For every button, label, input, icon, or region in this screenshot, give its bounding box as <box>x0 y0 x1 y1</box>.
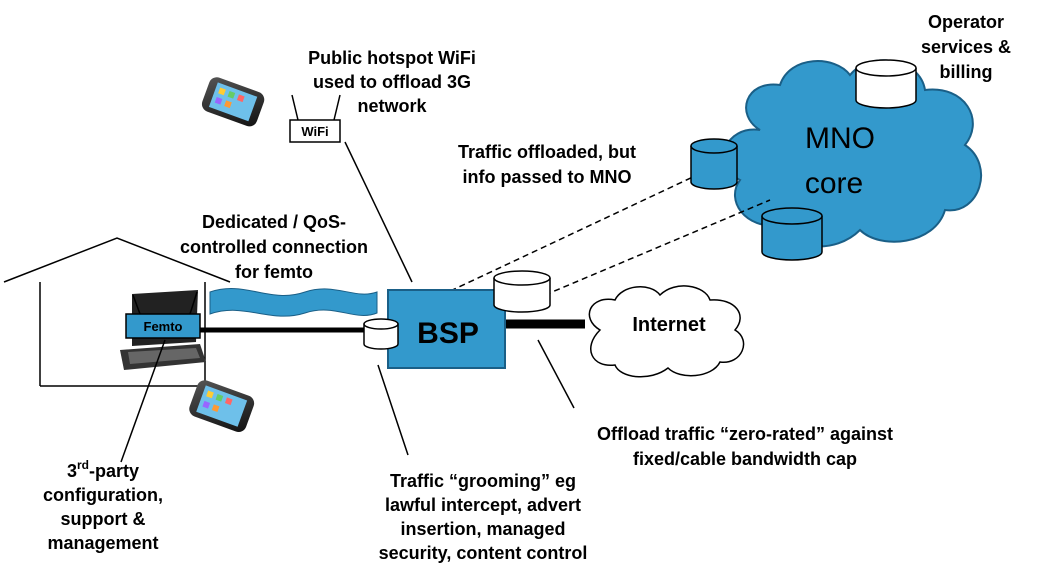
zero-rated-label: Offload traffic “zero-rated” against fix… <box>597 424 893 469</box>
callout-third-party <box>120 339 166 463</box>
grooming-label-line4: security, content control <box>379 543 588 563</box>
operator-label-line3: billing <box>940 62 993 82</box>
mno-core-cloud: MNO core <box>722 59 982 248</box>
dedicated-label-line2: controlled connection <box>180 237 368 257</box>
dedicated-label-line1: Dedicated / QoS- <box>202 212 346 232</box>
third-party-number: 3 <box>67 461 77 481</box>
zero-rated-label-line2: fixed/cable bandwidth cap <box>633 449 857 469</box>
operator-label: Operator services & billing <box>921 12 1011 82</box>
database-icon-mno-left <box>690 138 738 190</box>
internet-cloud: Internet <box>588 285 745 378</box>
grooming-label-line1: Traffic “grooming” eg <box>390 471 576 491</box>
grooming-label-line3: insertion, managed <box>400 519 565 539</box>
callout-grooming <box>377 364 409 456</box>
dashed-link-lower <box>544 199 771 296</box>
dedicated-label-line3: for femto <box>235 262 313 282</box>
database-icon-mno-bottom <box>761 207 823 261</box>
house <box>3 237 231 387</box>
zero-rated-label-line1: Offload traffic “zero-rated” against <box>597 424 893 444</box>
internet-label: Internet <box>632 314 706 336</box>
database-icon-bsp-small <box>363 318 399 350</box>
third-party-label-line2: configuration, <box>43 485 163 505</box>
offloaded-label: Traffic offloaded, but info passed to MN… <box>458 142 636 187</box>
third-party-label: 3rd-party configuration, support & manag… <box>43 458 163 553</box>
offloaded-label-line2: info passed to MNO <box>462 167 631 187</box>
smartphone-icon-bottom <box>189 380 255 432</box>
qos-connection-pipe <box>209 288 378 317</box>
hotspot-label-line1: Public hotspot WiFi <box>308 48 476 68</box>
third-party-suffix: -party <box>89 461 139 481</box>
hotspot-label-line3: network <box>357 96 427 116</box>
third-party-label-line4: management <box>47 533 158 553</box>
hotspot-label-line2: used to offload 3G <box>313 72 471 92</box>
third-party-superscript: rd <box>77 458 89 472</box>
femto-label: Femto <box>144 319 183 334</box>
callout-zero-rated <box>537 339 575 409</box>
third-party-label-line1: 3rd-party <box>67 458 139 481</box>
offloaded-label-line1: Traffic offloaded, but <box>458 142 636 162</box>
operator-label-line1: Operator <box>928 12 1004 32</box>
bsp-box: BSP <box>387 289 506 369</box>
dedicated-label: Dedicated / QoS- controlled connection f… <box>180 212 368 282</box>
smartphone-icon-top <box>201 77 265 127</box>
femto-box: Femto <box>125 313 201 339</box>
grooming-label-line2: lawful intercept, advert <box>385 495 581 515</box>
hotspot-label: Public hotspot WiFi used to offload 3G n… <box>308 48 476 116</box>
third-party-label-line3: support & <box>61 509 146 529</box>
mno-core-label-line1: MNO <box>805 122 875 155</box>
grooming-label: Traffic “grooming” eg lawful intercept, … <box>379 471 588 563</box>
database-icon-operator <box>855 59 917 109</box>
operator-label-line2: services & <box>921 37 1011 57</box>
database-icon-bsp-large <box>493 270 551 313</box>
wifi-label: WiFi <box>301 124 328 139</box>
mno-core-label-line2: core <box>805 167 863 200</box>
wifi-box: WiFi <box>289 119 341 143</box>
wifi-bsp-link <box>344 141 413 283</box>
bsp-label: BSP <box>417 317 479 350</box>
